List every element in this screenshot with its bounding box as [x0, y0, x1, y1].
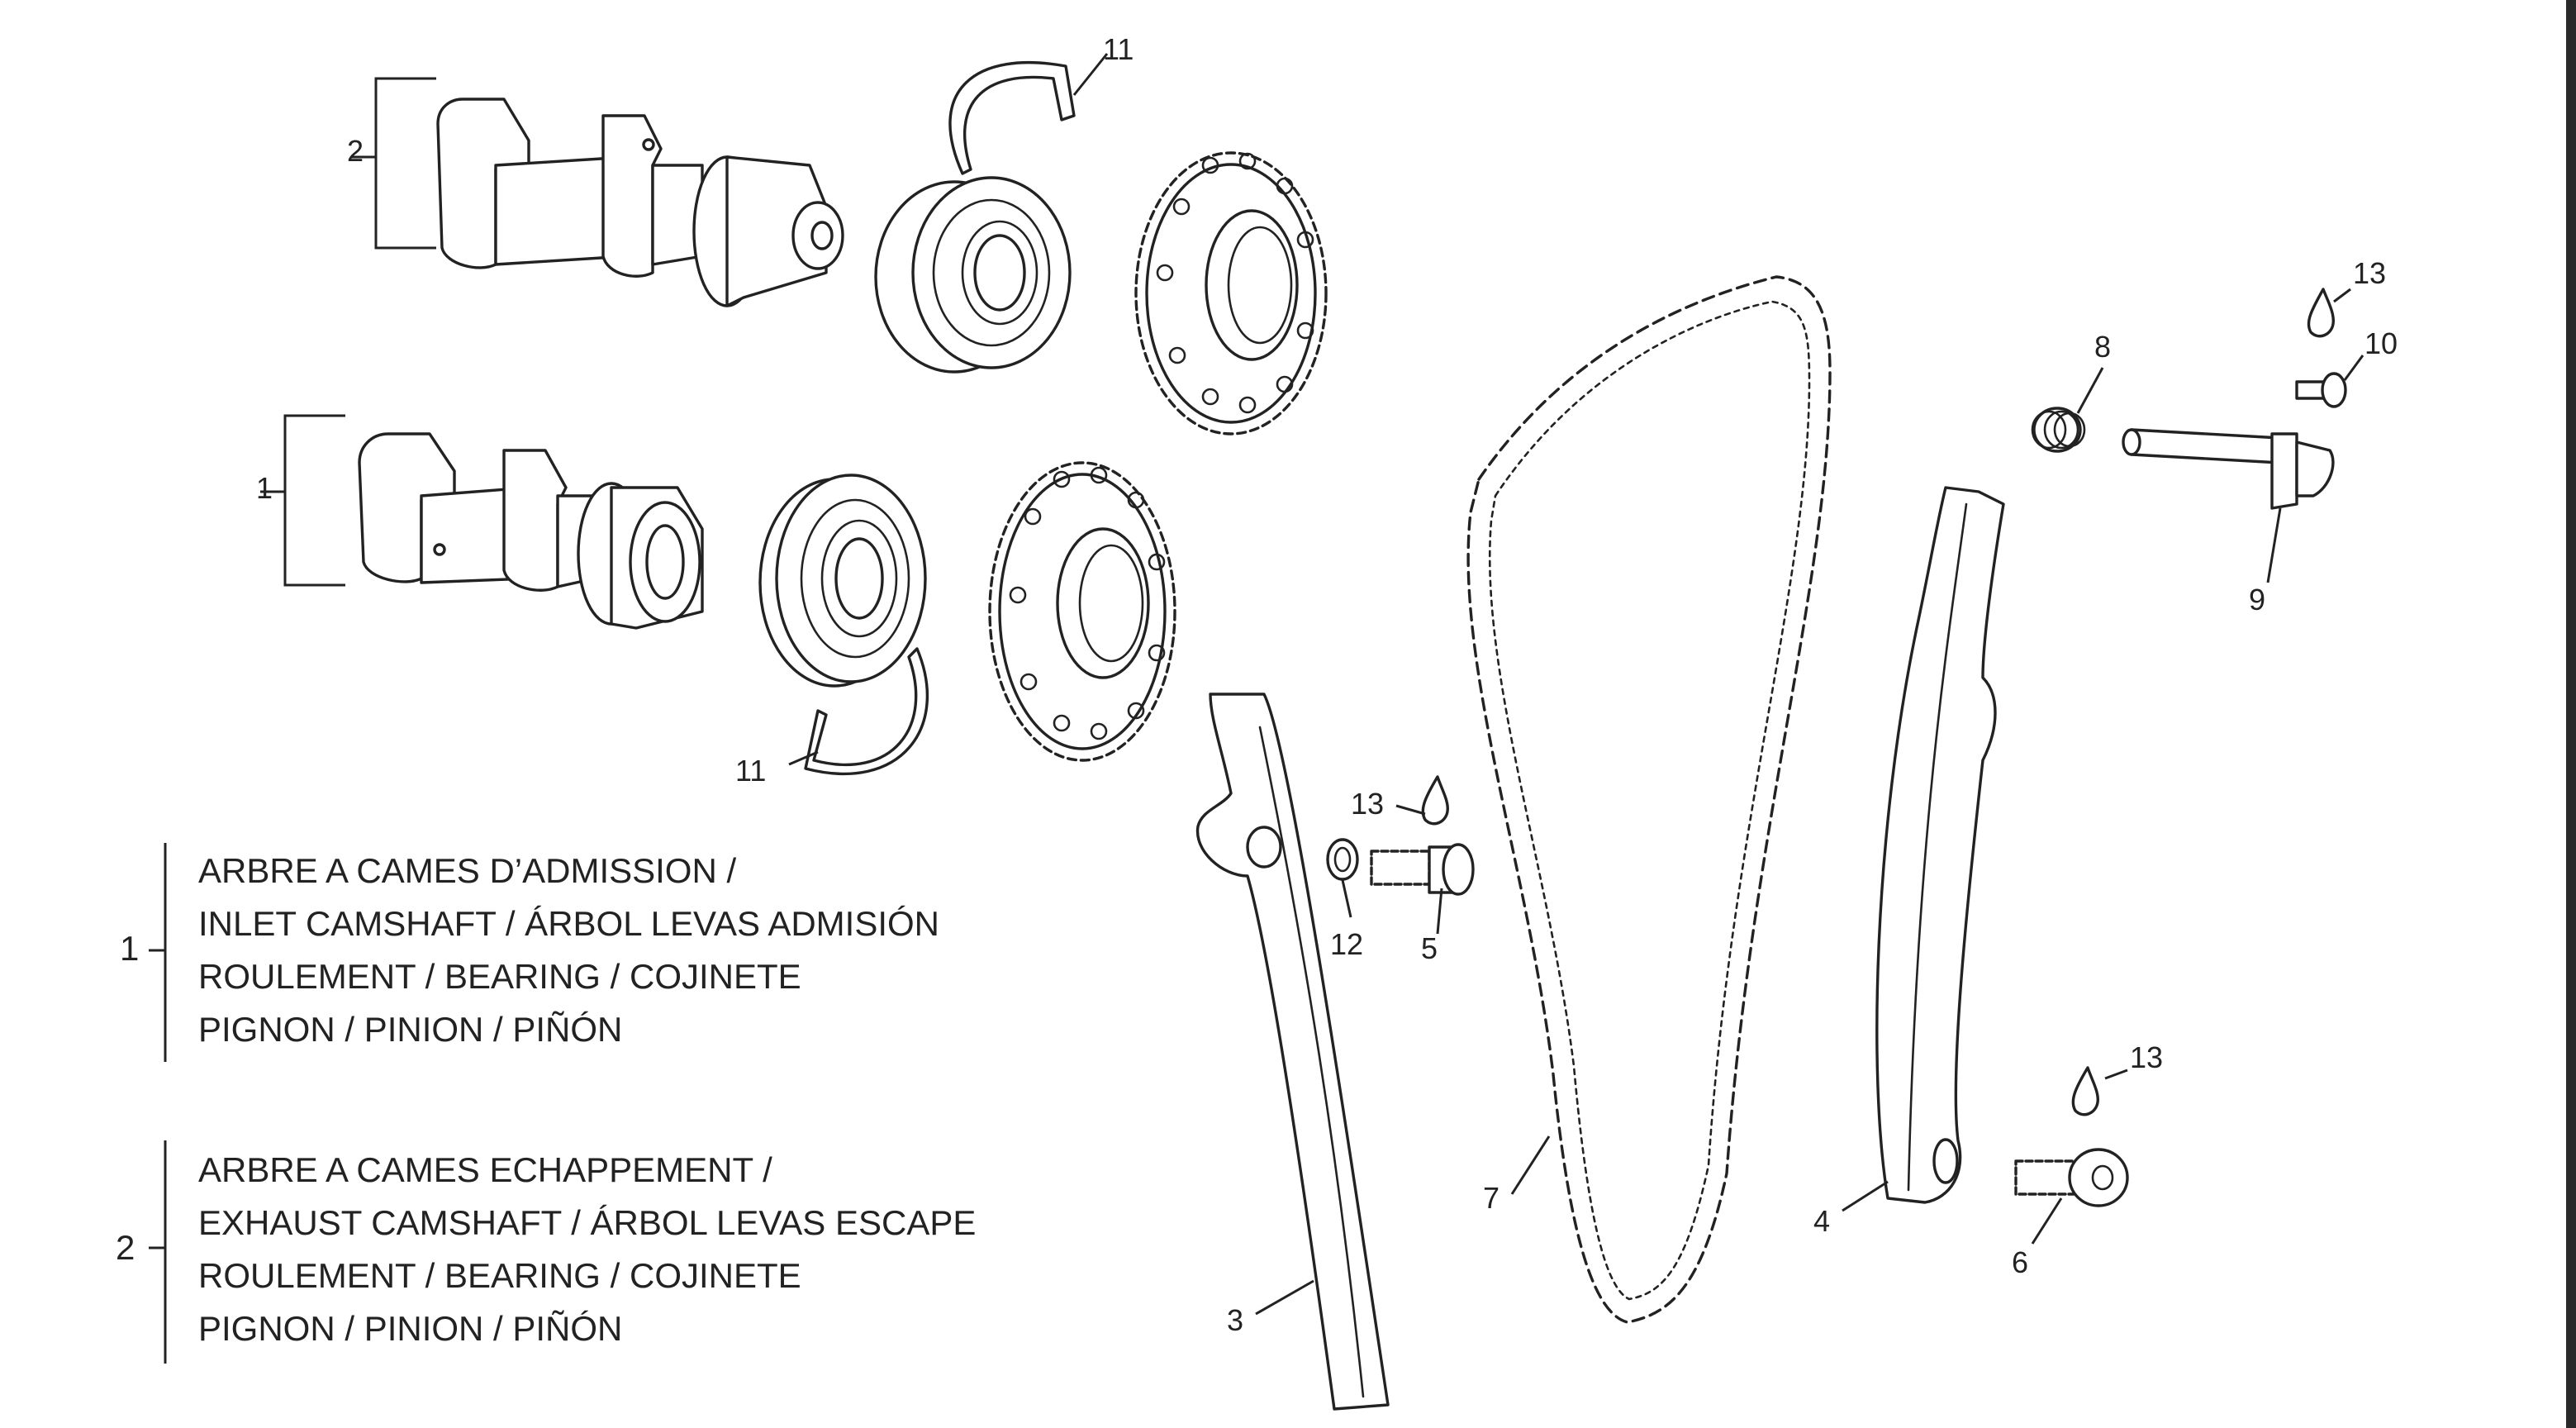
threadlock-drop-icon	[2307, 288, 2336, 338]
bottom-circlip	[804, 647, 929, 775]
callout-2: 2	[347, 134, 364, 168]
callout-11-bottom: 11	[735, 754, 766, 788]
legend: 1 ARBRE A CAMES D’ADMISSION / INLET CAMS…	[116, 843, 976, 1364]
callout-7: 7	[1483, 1181, 1499, 1215]
fixed-chain-guide	[1195, 693, 1390, 1411]
callout-12: 12	[1330, 927, 1363, 961]
callout-9: 9	[2249, 583, 2265, 616]
legend-1-line-1: ARBRE A CAMES D’ADMISSION /	[198, 851, 736, 890]
small-screw	[2295, 372, 2347, 408]
legend-1-line-3: ROULEMENT / BEARING / COJINETE	[198, 957, 801, 996]
callout-3: 3	[1227, 1303, 1243, 1337]
callout-11-top: 11	[1103, 32, 1134, 66]
legend-2-line-3: ROULEMENT / BEARING / COJINETE	[198, 1256, 801, 1295]
guide-screw	[2014, 1148, 2129, 1207]
legend-1-line-4: PIGNON / PINION / PIÑÓN	[198, 1010, 622, 1049]
legend-2-line-4: PIGNON / PINION / PIÑÓN	[198, 1309, 622, 1348]
inlet-camshaft	[358, 432, 704, 630]
tensioner-plunger	[2122, 428, 2335, 510]
exhaust-camshaft	[436, 98, 844, 307]
legend-2-line-2: EXHAUST CAMSHAFT / ÁRBOL LEVAS ESCAPE	[198, 1203, 976, 1242]
right-edge-border	[2566, 0, 2576, 1428]
callout-6: 6	[2012, 1245, 2028, 1279]
legend-2-line-1: ARBRE A CAMES ECHAPPEMENT /	[198, 1150, 772, 1189]
tensioner-chain-guide	[1875, 486, 2005, 1204]
legend-1-number: 1	[120, 929, 139, 968]
callout-13-bottom: 13	[2130, 1040, 2163, 1074]
top-circlip	[948, 61, 1076, 175]
legend-2-number: 2	[116, 1228, 135, 1267]
callout-13-mid: 13	[1351, 787, 1384, 821]
callout-13-top: 13	[2353, 256, 2386, 290]
top-bearing	[874, 176, 1072, 374]
threadlock-drop-icon	[2071, 1066, 2099, 1116]
washer	[1326, 838, 1359, 881]
callout-10: 10	[2365, 326, 2398, 360]
callout-5: 5	[1421, 931, 1438, 965]
top-sprocket	[1134, 151, 1328, 436]
fixed-guide-pivot	[1246, 826, 1282, 869]
tensioner-spring	[2031, 407, 2086, 453]
callout-1: 1	[256, 471, 273, 505]
bottom-bearing	[758, 474, 927, 688]
legend-1-line-2: INLET CAMSHAFT / ÁRBOL LEVAS ADMISIÓN	[198, 904, 939, 943]
pivot-screw	[1370, 843, 1475, 896]
threadlock-drop-icon	[1421, 775, 1449, 826]
callout-4: 4	[1813, 1204, 1830, 1238]
bottom-sprocket	[988, 461, 1176, 762]
timing-chain	[1466, 275, 1832, 1324]
callout-8: 8	[2094, 330, 2111, 364]
